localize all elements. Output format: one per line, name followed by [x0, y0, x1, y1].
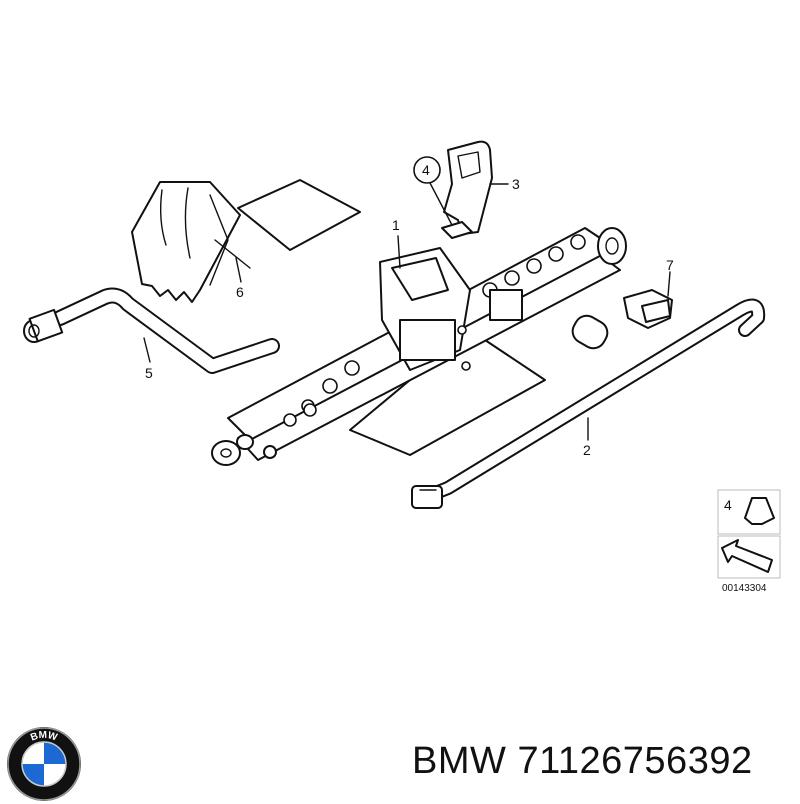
legend-number: 4 — [724, 497, 732, 513]
mounting-bracket — [441, 140, 493, 239]
wheel-wrench — [23, 287, 280, 374]
bmw-logo: BMW — [7, 727, 81, 801]
leader-7 — [667, 271, 671, 297]
caption-part-number: 71126756392 — [517, 740, 753, 782]
part-caption: BMW 71126756392 — [412, 740, 753, 783]
leader-4 — [429, 182, 453, 226]
crank-handle — [411, 298, 766, 509]
callout-7: 7 — [666, 257, 674, 273]
retaining-clip — [623, 289, 673, 329]
callout-4: 4 — [422, 162, 430, 178]
leader-5 — [143, 337, 151, 363]
leader-6 — [235, 257, 242, 283]
scissor-jack — [211, 227, 627, 466]
callout-4-circle — [413, 156, 441, 184]
direction-arrow-icon — [721, 539, 773, 573]
leader-1 — [397, 235, 401, 269]
svg-text:BMW: BMW — [29, 730, 59, 744]
callout-6: 6 — [236, 284, 244, 300]
wheel-chock — [131, 179, 361, 303]
legend-box: 4 00143304 — [717, 489, 781, 594]
callout-1: 1 — [392, 217, 400, 233]
caption-brand: BMW — [412, 740, 507, 782]
callout-5: 5 — [145, 365, 153, 381]
diagram-code: 00143304 — [722, 583, 767, 594]
callout-3: 3 — [512, 176, 520, 192]
callout-2: 2 — [583, 442, 591, 458]
logo-letters: BMW — [29, 730, 59, 744]
